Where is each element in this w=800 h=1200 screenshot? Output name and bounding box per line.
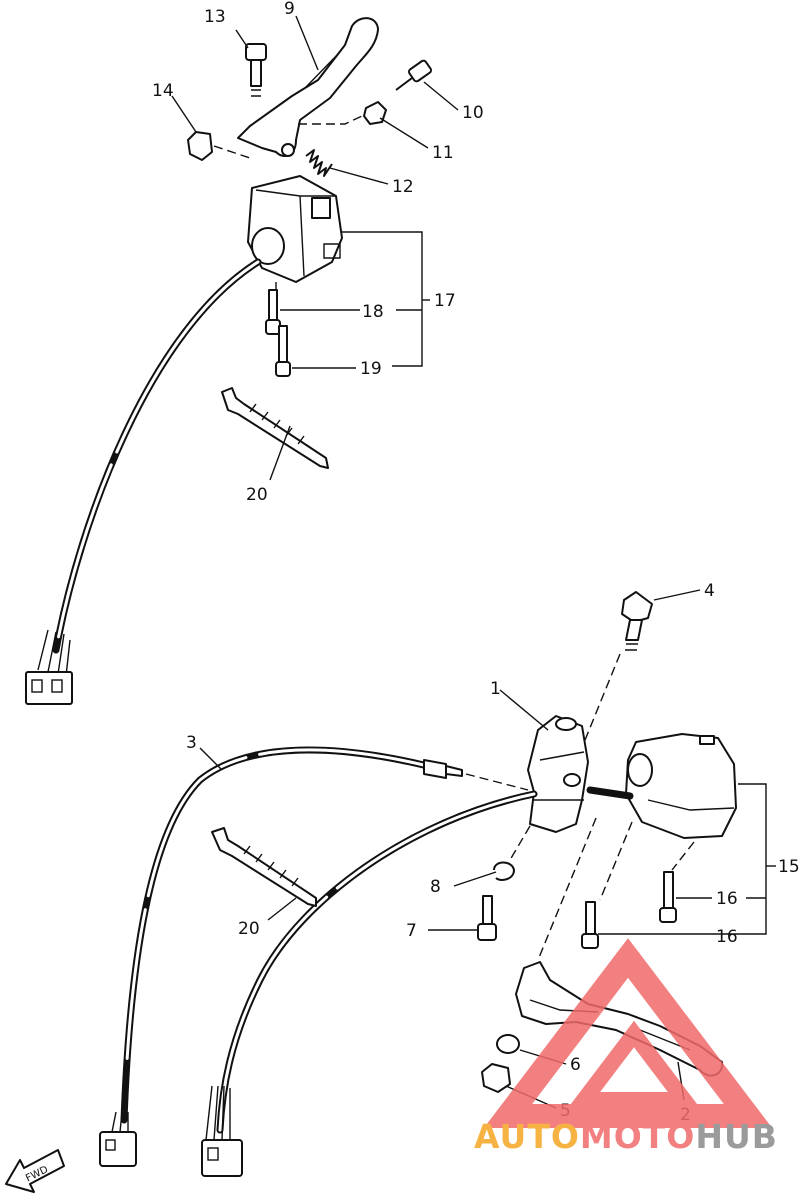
label-1: 1: [490, 679, 501, 699]
fwd-arrow-icon: FWD: [5, 1149, 65, 1193]
label-20-lower: 20: [238, 919, 260, 939]
label-9: 9: [284, 0, 295, 19]
label-10: 10: [462, 103, 484, 123]
housing-screw-right-lower-icon: [581, 901, 599, 949]
adjust-screw-icon: [395, 59, 433, 91]
nut-icon: [187, 131, 213, 161]
label-11: 11: [432, 143, 454, 163]
watermark-part-1: AUTO: [474, 1117, 580, 1156]
watermark-text: AUTOMOTOHUB: [474, 1117, 778, 1156]
o-ring-icon: [496, 1034, 520, 1054]
cable-end-icon: [423, 759, 463, 779]
housing-screw-long-icon: [275, 325, 291, 377]
pivot-screw-icon: [477, 895, 497, 941]
label-16-lower: 16: [716, 927, 738, 947]
label-8: 8: [430, 877, 441, 897]
label-19: 19: [360, 359, 382, 379]
label-12: 12: [392, 177, 414, 197]
cable-tie-icon: [221, 387, 329, 469]
label-4: 4: [704, 581, 715, 601]
housing-screw-icon: [265, 289, 281, 335]
label-16-upper: 16: [716, 889, 738, 909]
lever-nut-icon: [481, 1063, 511, 1093]
bracket-bolt-icon: [621, 591, 653, 651]
cable-tie-lower-icon: [211, 827, 317, 907]
watermark-part-2: MOTO: [580, 1117, 695, 1156]
label-15: 15: [778, 857, 800, 877]
throttle-cable: [120, 746, 432, 1124]
left-switch-housing-icon: [247, 175, 343, 283]
housing-screw-right-icon: [659, 871, 677, 923]
label-13: 13: [204, 7, 226, 27]
label-7: 7: [406, 921, 417, 941]
throttle-tube: [586, 786, 634, 800]
automotohub-watermark-logo: AUTOMOTOHUB: [474, 938, 778, 1156]
left-switch-cable: [52, 258, 262, 654]
throttle-connector-icon: [99, 1111, 137, 1167]
label-3: 3: [186, 733, 197, 753]
label-18: 18: [362, 302, 384, 322]
lever-bracket-icon: [527, 715, 589, 833]
right-connector-icon: [201, 1085, 243, 1177]
locknut-icon: [363, 101, 387, 125]
pivot-bolt-icon: [245, 43, 267, 97]
label-20-upper: 20: [246, 485, 268, 505]
circlip-icon: [493, 861, 515, 881]
label-17: 17: [434, 291, 456, 311]
clutch-lever-icon: [237, 17, 379, 157]
label-14: 14: [152, 81, 174, 101]
left-connector-icon: [25, 629, 73, 705]
right-switch-housing-icon: [625, 733, 737, 839]
spring-icon: [305, 149, 333, 177]
label-6: 6: [570, 1055, 581, 1075]
watermark-part-3: HUB: [695, 1117, 778, 1156]
